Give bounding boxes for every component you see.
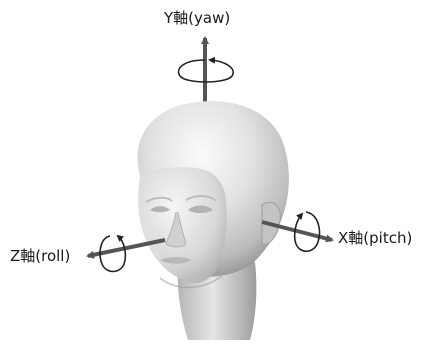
z-axis-label: Z軸(roll) <box>10 249 70 264</box>
head-face <box>138 167 227 283</box>
x-axis-label: X軸(pitch) <box>338 231 412 246</box>
y-axis-label: Y軸(yaw) <box>164 11 230 26</box>
